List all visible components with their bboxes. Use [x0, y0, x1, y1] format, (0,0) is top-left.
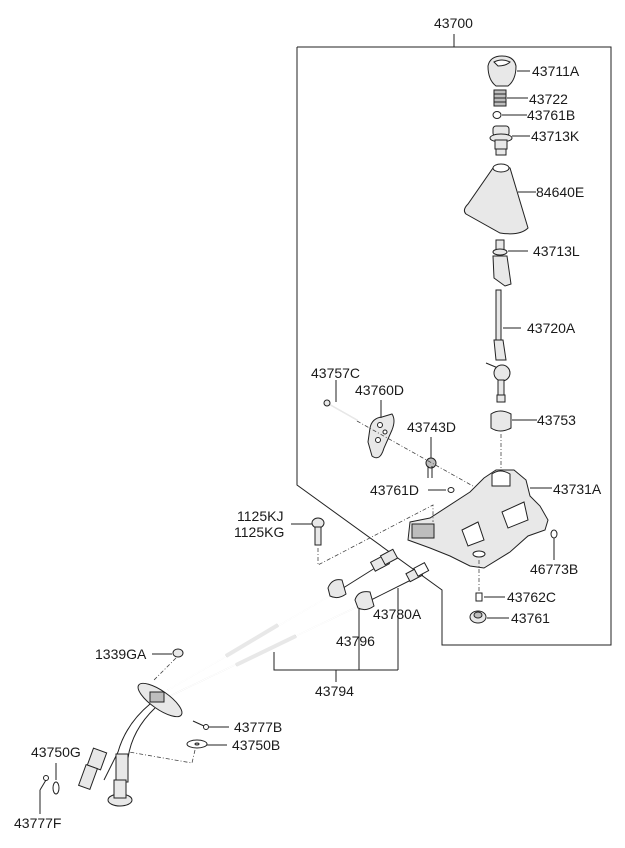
shift-boot[interactable]	[463, 163, 529, 235]
washer-43750G[interactable]	[52, 781, 60, 795]
label-43796: 43796	[336, 633, 375, 649]
label-43761B: 43761B	[527, 107, 575, 123]
mounting-bolt[interactable]	[311, 517, 325, 546]
washer-46773B[interactable]	[550, 529, 558, 539]
label-1339GA: 1339GA	[95, 646, 147, 662]
select-bracket[interactable]	[367, 413, 395, 459]
knob-bushing[interactable]	[489, 125, 513, 156]
nut[interactable]	[469, 610, 487, 624]
label-43760D: 43760D	[355, 382, 404, 398]
label-43761D: 43761D	[370, 482, 419, 498]
label-43720A: 43720A	[527, 320, 576, 336]
label-43777B: 43777B	[234, 719, 282, 735]
label-43762C: 43762C	[507, 589, 556, 605]
lever-guide[interactable]	[492, 239, 512, 287]
cable-clip[interactable]	[172, 648, 184, 658]
sleeve[interactable]	[475, 592, 483, 602]
label-84640E: 84640E	[536, 184, 584, 200]
shifter-housing[interactable]	[407, 469, 549, 569]
snap-pin-43777F[interactable]	[39, 775, 49, 791]
assembly-frame	[296, 34, 612, 646]
label-43750B: 43750B	[232, 737, 280, 753]
label-1125KG: 1125KG	[234, 524, 284, 540]
label-43722: 43722	[529, 91, 568, 107]
small-pin[interactable]	[447, 487, 455, 493]
label-43731A: 43731A	[553, 481, 602, 497]
ring[interactable]	[492, 111, 502, 119]
label-43713K: 43713K	[531, 128, 580, 144]
label-43750G: 43750G	[31, 744, 81, 760]
label-43753: 43753	[537, 412, 576, 428]
label-43780A: 43780A	[373, 606, 422, 622]
label-43743D: 43743D	[407, 419, 456, 435]
assembly-label: 43700	[434, 15, 473, 31]
label-1125KJ: 1125KJ	[237, 508, 283, 524]
torsion-spring[interactable]	[425, 457, 437, 478]
lever-bush[interactable]	[490, 410, 512, 432]
snap-pin-43777B[interactable]	[192, 720, 209, 730]
label-43713L: 43713L	[533, 243, 580, 259]
label-46773B: 46773B	[530, 561, 578, 577]
label-43794: 43794	[315, 683, 354, 699]
shift-cable-assembly[interactable]	[77, 548, 430, 807]
label-43757C: 43757C	[311, 365, 360, 381]
shift-knob[interactable]	[487, 55, 517, 87]
label-43761: 43761	[511, 610, 550, 626]
label-43711A: 43711A	[532, 63, 580, 79]
pivot-pin[interactable]	[323, 399, 358, 421]
washer-43750B[interactable]	[186, 739, 208, 749]
shift-lever[interactable]	[485, 289, 511, 403]
label-43777F: 43777F	[14, 815, 61, 831]
spring[interactable]	[493, 89, 507, 107]
